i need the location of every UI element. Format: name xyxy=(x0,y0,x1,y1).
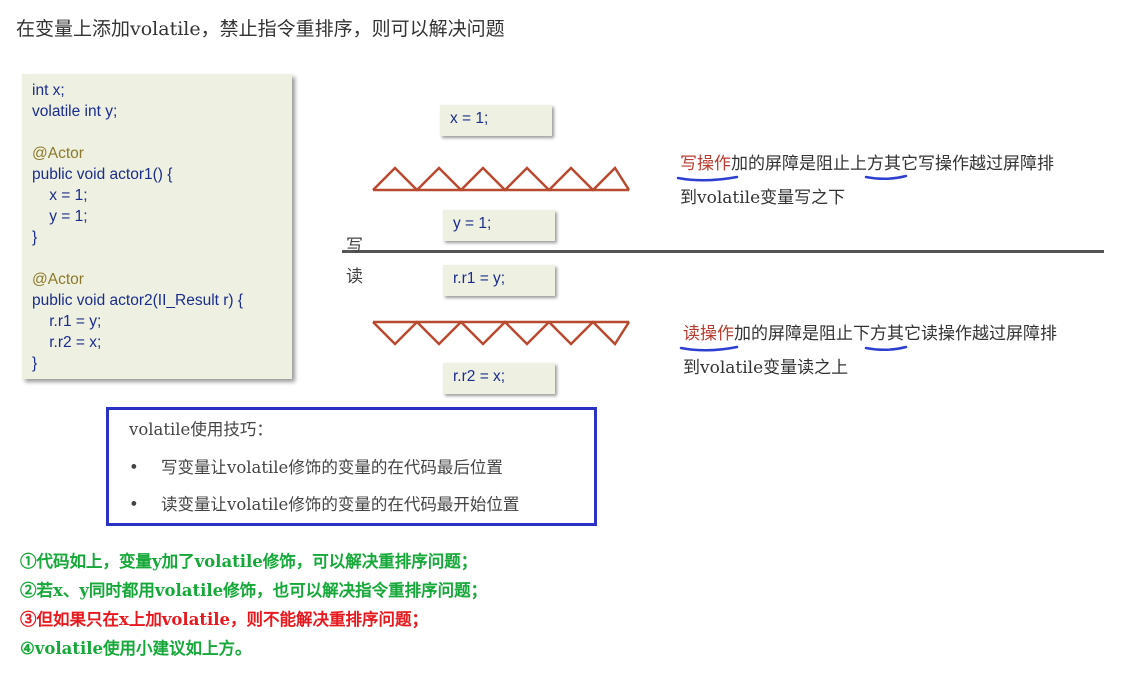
write-op-underline xyxy=(676,175,739,182)
write-op-highlight: 写操作 xyxy=(680,154,731,174)
write-barrier-icon xyxy=(372,166,631,192)
read-desc-line2: 到volatile变量读之上 xyxy=(683,358,849,378)
code-line: volatile int y; xyxy=(32,103,118,120)
note-item: ②若x、y同时都用volatile修饰，也可以解决指令重排序问题； xyxy=(20,581,488,600)
code-line: int x; xyxy=(32,82,65,99)
read-op-underline xyxy=(679,345,739,352)
tip-text: 写变量让volatile修饰的变量的在代码最后位置 xyxy=(161,458,503,477)
read-label: 读 xyxy=(346,267,363,287)
code-line: x = 1; xyxy=(32,187,88,204)
note-item: ④volatile使用小建议如上方。 xyxy=(20,639,252,658)
tip-item: • 写变量让volatile修饰的变量的在代码最后位置 xyxy=(129,454,503,478)
write-x-box: x = 1; xyxy=(440,105,552,136)
write-label: 写 xyxy=(346,236,363,256)
read-below-underline xyxy=(864,345,908,351)
code-line: y = 1; xyxy=(32,208,88,225)
bullet-icon: • xyxy=(129,458,139,477)
write-desc-line2: 到volatile变量写之下 xyxy=(680,188,846,208)
write-y-box: y = 1; xyxy=(443,210,555,241)
code-line: r.r2 = x; xyxy=(32,334,102,351)
read-barrier-description: 读操作加的屏障是阻止下方其它读操作越过屏障排 到volatile变量读之上 xyxy=(683,317,1057,385)
read-op-highlight: 读操作 xyxy=(683,324,734,344)
note-item: ①代码如上，变量y加了volatile修饰，可以解决重排序问题； xyxy=(20,552,478,571)
volatile-tips-box: volatile使用技巧： • 写变量让volatile修饰的变量的在代码最后位置… xyxy=(106,407,597,526)
write-above-underline xyxy=(864,174,908,180)
page-title: 在变量上添加volatile，禁止指令重排序，则可以解决问题 xyxy=(16,18,505,40)
code-line: public void actor1() { xyxy=(32,166,173,183)
tip-item: • 读变量让volatile修饰的变量的在代码最开始位置 xyxy=(129,491,519,515)
code-panel: int x; volatile int y; @Actor public voi… xyxy=(22,74,292,379)
code-line-annotation: @Actor xyxy=(32,271,84,288)
read-desc-line1: 加的屏障是阻止下方其它读操作越过屏障排 xyxy=(734,324,1057,344)
write-read-divider xyxy=(342,250,1104,253)
notes-list: ①代码如上，变量y加了volatile修饰，可以解决重排序问题； ②若x、y同时… xyxy=(20,547,487,663)
code-line: } xyxy=(32,355,38,372)
read-r2-box: r.r2 = x; xyxy=(443,363,555,394)
write-barrier-description: 写操作加的屏障是阻止上方其它写操作越过屏障排 到volatile变量写之下 xyxy=(680,147,1054,215)
bullet-icon: • xyxy=(129,495,139,514)
note-item: ③但如果只在x上加volatile，则不能解决重排序问题； xyxy=(20,610,429,629)
write-desc-line1: 加的屏障是阻止上方其它写操作越过屏障排 xyxy=(731,154,1054,174)
code-line-annotation: @Actor xyxy=(32,145,84,162)
code-line: r.r1 = y; xyxy=(32,313,102,330)
tip-text: 读变量让volatile修饰的变量的在代码最开始位置 xyxy=(161,495,520,514)
read-r1-box: r.r1 = y; xyxy=(443,265,555,296)
code-line: } xyxy=(32,229,38,246)
tips-title: volatile使用技巧： xyxy=(129,420,273,439)
code-line: public void actor2(II_Result r) { xyxy=(32,292,244,309)
read-barrier-icon xyxy=(372,320,631,346)
